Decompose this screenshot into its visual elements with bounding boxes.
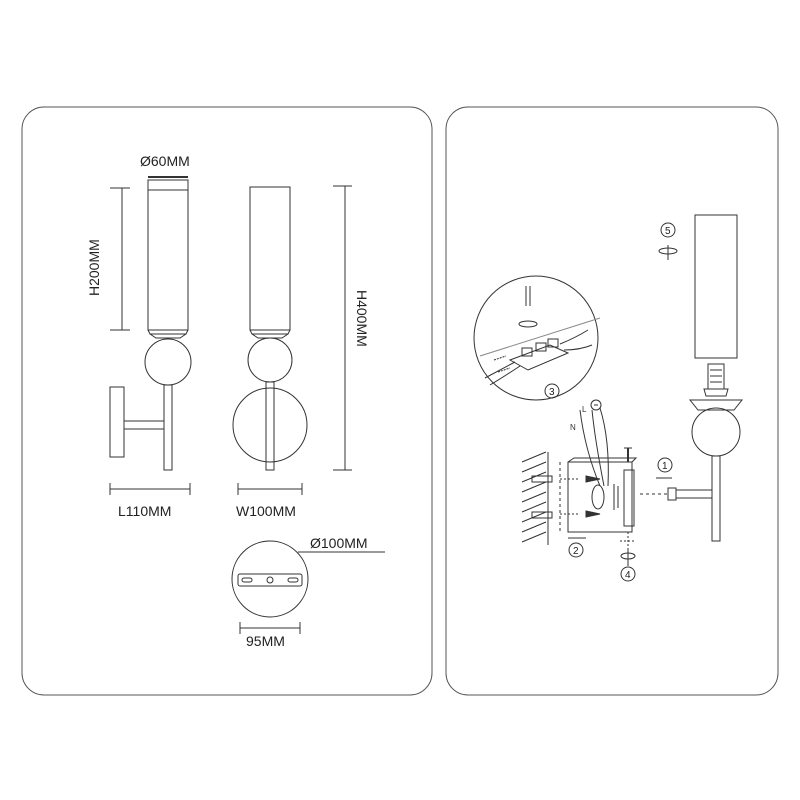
- assembly-shade: [694, 214, 738, 359]
- wire-label-neutral: N: [570, 423, 576, 432]
- side-view-lamp: [109, 179, 192, 471]
- step-3-marker: 3: [544, 383, 560, 399]
- total-height-label: H400MM: [354, 290, 370, 347]
- shade-diameter-dimension: Ø60MM: [140, 153, 190, 178]
- supply-wires: L N: [570, 399, 609, 487]
- wire-label-live: L: [582, 405, 587, 414]
- step-4-marker: 4: [620, 566, 636, 582]
- width-label: W100MM: [236, 503, 296, 519]
- base-diameter-label: Ø100MM: [310, 535, 368, 551]
- step-2-marker: 2: [568, 537, 586, 558]
- base-plate-view: Ø100MM 95MM: [231, 535, 385, 649]
- base-plate-circle: [231, 540, 309, 618]
- front-shade: [249, 186, 291, 331]
- step-5-label: 5: [665, 226, 671, 237]
- side-wall-plate: [109, 386, 125, 458]
- step-1-marker: 1: [656, 457, 673, 479]
- length-label: L110MM: [118, 503, 171, 519]
- shade-height-dimension: H200MM: [86, 187, 130, 331]
- wall-screws: [560, 475, 601, 518]
- step-2-label: 2: [573, 546, 579, 557]
- terminal-detail-zoom: [473, 275, 601, 401]
- shade-diameter-label: Ø60MM: [140, 153, 190, 169]
- front-globe: [247, 337, 293, 383]
- front-stem: [265, 381, 275, 471]
- assembly-panel: [445, 106, 779, 696]
- side-shade-cap: [149, 333, 187, 339]
- assembly-stem: [711, 455, 721, 542]
- mounting-bar: [237, 573, 303, 587]
- step-5-marker: 5: [658, 222, 678, 260]
- side-arm: [123, 420, 165, 430]
- total-height-dimension: H400MM: [333, 185, 370, 471]
- mount-spacing-label: 95MM: [246, 633, 285, 649]
- dimensions-panel: [21, 106, 433, 696]
- assembly-arm: [675, 489, 713, 499]
- side-stem: [163, 384, 173, 471]
- width-dimension: W100MM: [236, 483, 303, 519]
- terminal-ring: [591, 484, 605, 510]
- front-shade-cap: [251, 333, 289, 339]
- front-wall-plate: [232, 387, 308, 463]
- side-globe: [144, 338, 192, 386]
- front-view-lamp: [232, 186, 308, 471]
- wall-section: [521, 451, 553, 545]
- zoom-circle: [473, 275, 599, 401]
- step-4-label: 4: [625, 570, 631, 581]
- side-shade: [147, 179, 189, 331]
- earth-symbol: [590, 399, 602, 411]
- shade-height-label: H200MM: [86, 239, 102, 296]
- mounting-plate-exploded: [559, 447, 638, 566]
- step-1-label: 1: [662, 461, 668, 472]
- assembly-globe: [691, 407, 741, 457]
- step-3-label: 3: [549, 387, 555, 398]
- length-dimension: L110MM: [109, 483, 191, 519]
- assembly-lamp: [640, 214, 744, 542]
